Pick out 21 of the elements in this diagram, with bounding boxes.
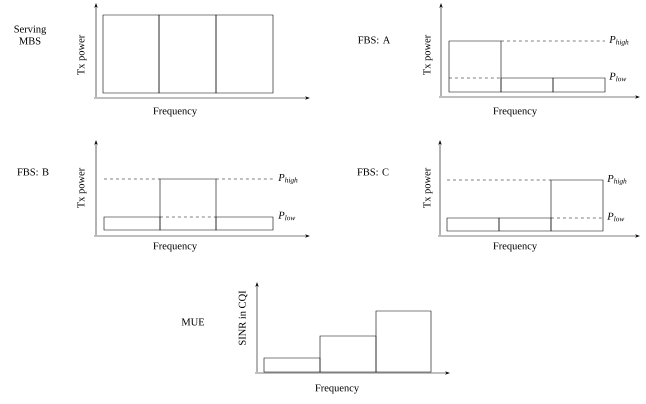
axis-label: Frequency (153, 242, 198, 252)
panel-title: MUE (182, 318, 204, 326)
axis-label: Frequency (493, 107, 538, 117)
power-level-label: P$_{high}$ (607, 175, 626, 186)
panel-title: FBS: A (358, 36, 390, 44)
panel-title: Serving MBS (14, 26, 46, 44)
axis-label: Tx power (423, 34, 433, 75)
axis-label: Tx power (77, 34, 87, 75)
power-level-label: P$_{low}$ (278, 212, 296, 220)
panel-title: FBS: C (357, 168, 388, 176)
power-level-label: P$_{low}$ (607, 212, 624, 222)
axis-label: SINR in CQI (238, 290, 248, 345)
panel-title: FBS: B (17, 168, 48, 176)
axis-label: Frequency (153, 107, 198, 117)
power-level-label: P$_{low}$ (609, 72, 626, 82)
axis-label: Frequency (315, 384, 360, 394)
axis-label: Tx power (77, 168, 87, 208)
axis-label: Tx power (423, 168, 433, 208)
power-level-label: P$_{high}$ (609, 36, 628, 46)
axis-label: Frequency (493, 242, 538, 252)
power-level-label: P$_{high}$ (278, 174, 298, 184)
